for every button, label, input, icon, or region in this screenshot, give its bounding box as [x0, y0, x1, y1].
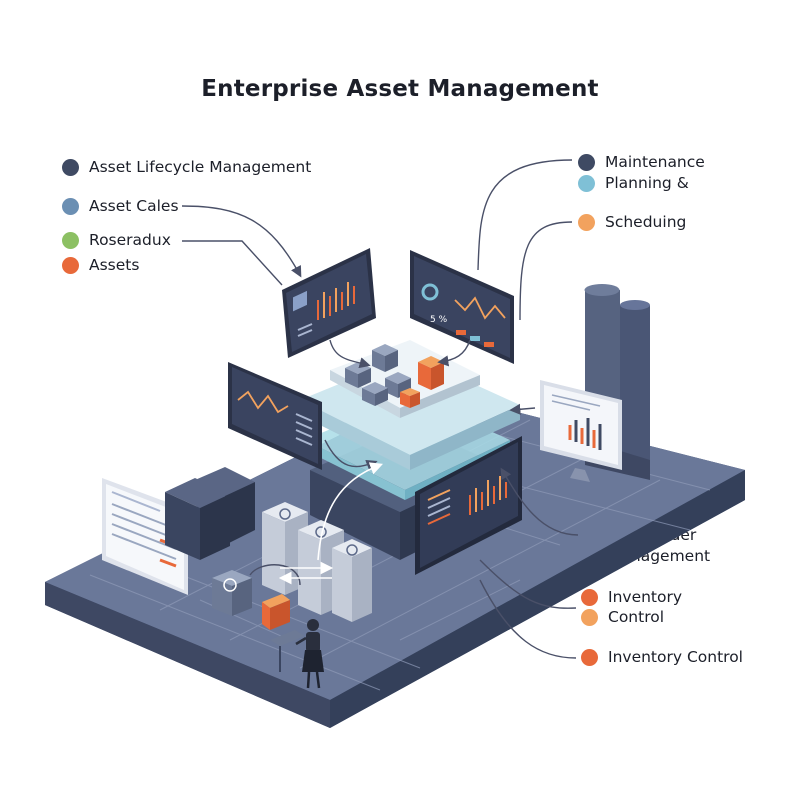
legend-dot	[62, 231, 79, 249]
legend-dot	[578, 174, 595, 192]
legend-label: Asset Cales	[89, 197, 179, 215]
person-figure	[295, 619, 324, 689]
legend-label: Roseradux	[89, 231, 171, 249]
dashboard-screen-center-front	[415, 436, 522, 575]
legend-label: Asset Lifecycle Management	[89, 158, 312, 176]
legend-asset-cales: Asset Cales	[62, 195, 179, 217]
legend-maintenance: Maintenance	[578, 151, 705, 173]
diagram-title: Enterprise Asset Management	[201, 76, 599, 102]
legend-inventory: Inventory	[581, 586, 682, 608]
legend-inventory-control: Inventory Control	[581, 646, 743, 668]
monitor-screen-right	[540, 380, 622, 482]
server-cabinets	[262, 502, 372, 622]
legend-label: Inventory Control	[608, 648, 743, 666]
platform	[45, 390, 745, 728]
legend-label: Scheduing	[605, 213, 687, 231]
legend-planning: Planning &	[578, 172, 689, 194]
legend-scheduing: Scheduing	[578, 211, 686, 233]
dashboard-screen-top-left	[282, 248, 376, 358]
legend-dot	[62, 256, 79, 274]
legend-label: Assets	[89, 256, 140, 274]
legend-dot	[62, 197, 79, 215]
legend-label: Control	[608, 608, 665, 626]
legend-label: Inventory	[608, 588, 683, 606]
dark-servers	[165, 467, 255, 560]
legend-dot	[581, 648, 598, 666]
legend-assets: Assets	[62, 254, 139, 276]
legend-dot	[62, 158, 79, 176]
white-arrows	[278, 462, 383, 585]
legend-dot	[578, 213, 595, 231]
legend-label: Planning &	[605, 174, 689, 192]
legend-dot	[581, 608, 598, 626]
screen-text: 5 %	[430, 315, 448, 325]
legend-asset-lifecycle: Asset Lifecycle Management	[62, 156, 311, 178]
dashboard-screen-mid-left	[228, 362, 322, 470]
legend-roseradux: Roseradux	[62, 229, 171, 251]
kiosk-devices	[212, 570, 305, 672]
legend-dot	[581, 588, 598, 606]
legend-dot	[578, 153, 595, 171]
legend-control: Control	[581, 606, 664, 628]
dashboard-screen-top-right: 5 %	[410, 250, 514, 364]
legend-label: Maintenance	[605, 153, 705, 171]
